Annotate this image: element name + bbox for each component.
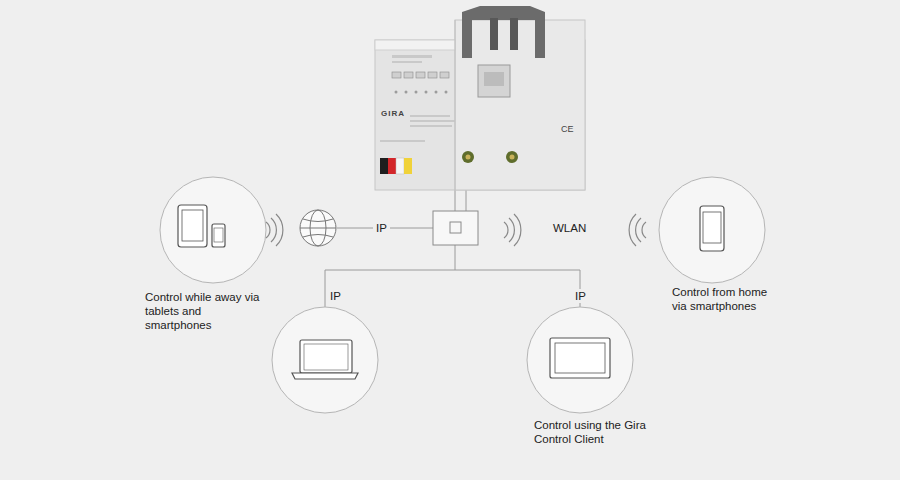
link-label: IP — [373, 221, 390, 235]
server-device: GIRA CE — [375, 5, 585, 190]
wireless-label: WLAN — [550, 221, 589, 235]
client-circle: Control using the Gira Control Client — [527, 307, 633, 413]
globe-icon — [300, 210, 336, 246]
server-device — [375, 6, 585, 190]
tablet-circle: Control while away via tablets and smart… — [160, 177, 266, 283]
circle-caption: Control while away via tablets and smart… — [145, 290, 270, 332]
link-label: IP — [572, 289, 589, 303]
circle-caption: Control using the Gira Control Client — [534, 418, 646, 446]
device-icons — [178, 205, 724, 379]
link-label: IP — [327, 289, 344, 303]
router — [433, 211, 478, 245]
device-marking: CE — [561, 124, 581, 134]
wireless-waves — [266, 214, 646, 246]
wiring — [325, 186, 580, 307]
device-marking: GIRA — [381, 109, 421, 119]
circle-caption: Control from home via smartphones — [672, 285, 782, 313]
smartphone-circle: Control from home via smartphones — [659, 177, 765, 283]
